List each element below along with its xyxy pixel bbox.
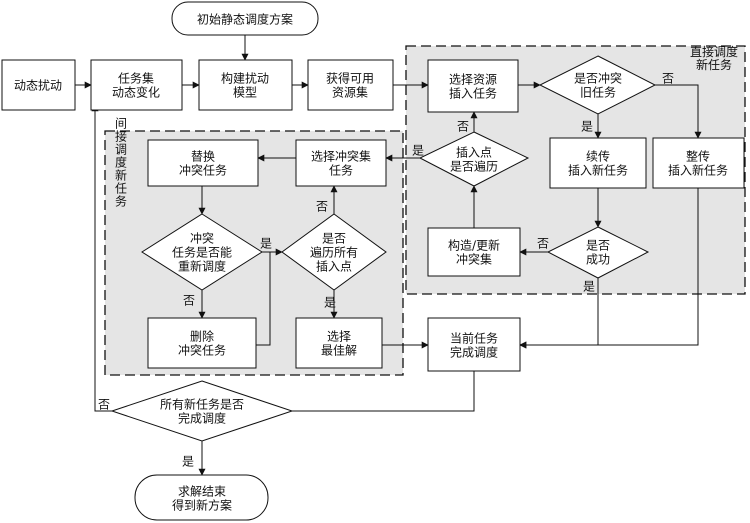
edge-allinsert-yes-label: 是 bbox=[324, 295, 336, 309]
edge-current-alldone bbox=[292, 371, 475, 412]
edge-resched-yes-label: 是 bbox=[260, 236, 272, 250]
edge-traversed-yes-label: 是 bbox=[412, 143, 424, 157]
delete-label: 删除冲突任务 bbox=[178, 329, 226, 358]
node-delete bbox=[147, 317, 257, 369]
node-conflict-check bbox=[538, 55, 657, 115]
model-label: 构建扰动模型 bbox=[221, 71, 269, 100]
replace-label: 替换冲突任务 bbox=[179, 150, 227, 178]
node-disturb bbox=[1, 59, 76, 111]
edge-alldone-yes-label: 是 bbox=[182, 454, 194, 468]
node-select-best bbox=[295, 317, 383, 369]
edges bbox=[75, 35, 702, 476]
end-label: 求解结束得到新方案 bbox=[172, 485, 232, 513]
continue-label: 续传插入新任务 bbox=[568, 149, 628, 178]
resources-label: 获得可用资源集 bbox=[326, 71, 374, 100]
edge-conflict-yes-label: 是 bbox=[581, 119, 593, 133]
edge-delete-allinsert bbox=[256, 251, 282, 346]
resched-check-label: 冲突任务是否能重新调度 bbox=[172, 230, 232, 273]
edge-allinsert-no-label: 否 bbox=[316, 199, 328, 213]
whole-label: 整传插入新任务 bbox=[668, 149, 728, 178]
node-build-update bbox=[427, 227, 521, 277]
edge-alldone-no bbox=[91, 104, 112, 412]
node-select-resource bbox=[427, 59, 519, 113]
node-current-done bbox=[427, 317, 521, 372]
alldone-check-label: 所有新任务是否完成调度 bbox=[160, 397, 244, 426]
select-conflict-label: 选择冲突集任务 bbox=[311, 149, 371, 178]
success-check-label: 是否成功 bbox=[586, 239, 610, 267]
node-allinsert-check bbox=[281, 213, 387, 291]
node-success-check bbox=[546, 226, 650, 279]
node-continue bbox=[549, 137, 647, 189]
edge-alldone-no-label: 否 bbox=[98, 397, 110, 411]
node-resched-check bbox=[141, 213, 263, 291]
indirect-region-label: 间接调度新任务 bbox=[115, 116, 127, 208]
insert-traversed-label: 插入点是否遍历 bbox=[450, 146, 498, 174]
node-end bbox=[134, 474, 269, 521]
node-alldone-check bbox=[110, 380, 294, 442]
node-start bbox=[171, 1, 319, 36]
node-whole bbox=[652, 137, 745, 189]
direct-region-label: 直接调度新任务 bbox=[690, 44, 738, 72]
node-model bbox=[198, 59, 293, 111]
edge-whole-current bbox=[519, 188, 699, 349]
allinsert-check-label: 是否遍历所有插入点 bbox=[310, 231, 358, 273]
node-select-conflict bbox=[295, 139, 387, 187]
taskset-label: 任务集动态变化 bbox=[112, 71, 160, 100]
build-update-label: 构造/更新冲突集 bbox=[448, 238, 500, 267]
node-taskset bbox=[90, 59, 183, 111]
edge-resched-no-label: 否 bbox=[183, 293, 195, 307]
select-best-label: 选择最佳解 bbox=[321, 330, 357, 358]
node-replace bbox=[147, 139, 259, 187]
edge-conflict-no bbox=[655, 84, 702, 139]
conflict-check-label: 是否冲突旧任务 bbox=[574, 71, 622, 100]
node-resources bbox=[307, 59, 394, 111]
start-label: 初始静态调度方案 bbox=[197, 12, 293, 27]
edge-conflict-no-label: 否 bbox=[662, 71, 674, 85]
edge-success-yes-label: 是 bbox=[583, 279, 595, 293]
node-insert-traversed bbox=[418, 131, 530, 187]
edge-traversed-no-label: 否 bbox=[457, 119, 469, 133]
current-done-label: 当前任务完成调度 bbox=[450, 331, 498, 360]
select-resource-label: 选择资源插入任务 bbox=[449, 73, 497, 101]
edge-success-no-label: 否 bbox=[537, 236, 549, 250]
disturb-label: 动态扰动 bbox=[14, 79, 62, 93]
